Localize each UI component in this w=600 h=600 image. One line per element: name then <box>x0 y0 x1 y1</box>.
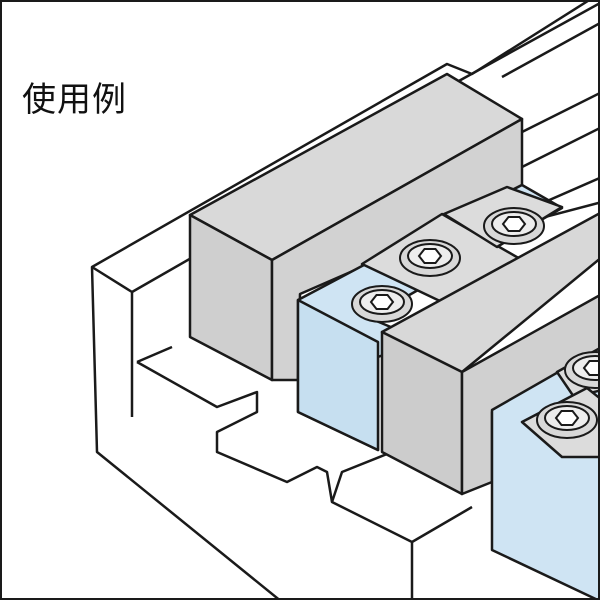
hex-socket-screw-icon <box>351 285 413 323</box>
hex-socket-screw-icon <box>399 239 461 277</box>
hex-socket-screw-icon <box>483 207 545 245</box>
caption-title: 使用例 <box>22 80 127 120</box>
gray-block-upper <box>188 72 524 382</box>
hex-socket-screw-icon <box>536 401 598 439</box>
